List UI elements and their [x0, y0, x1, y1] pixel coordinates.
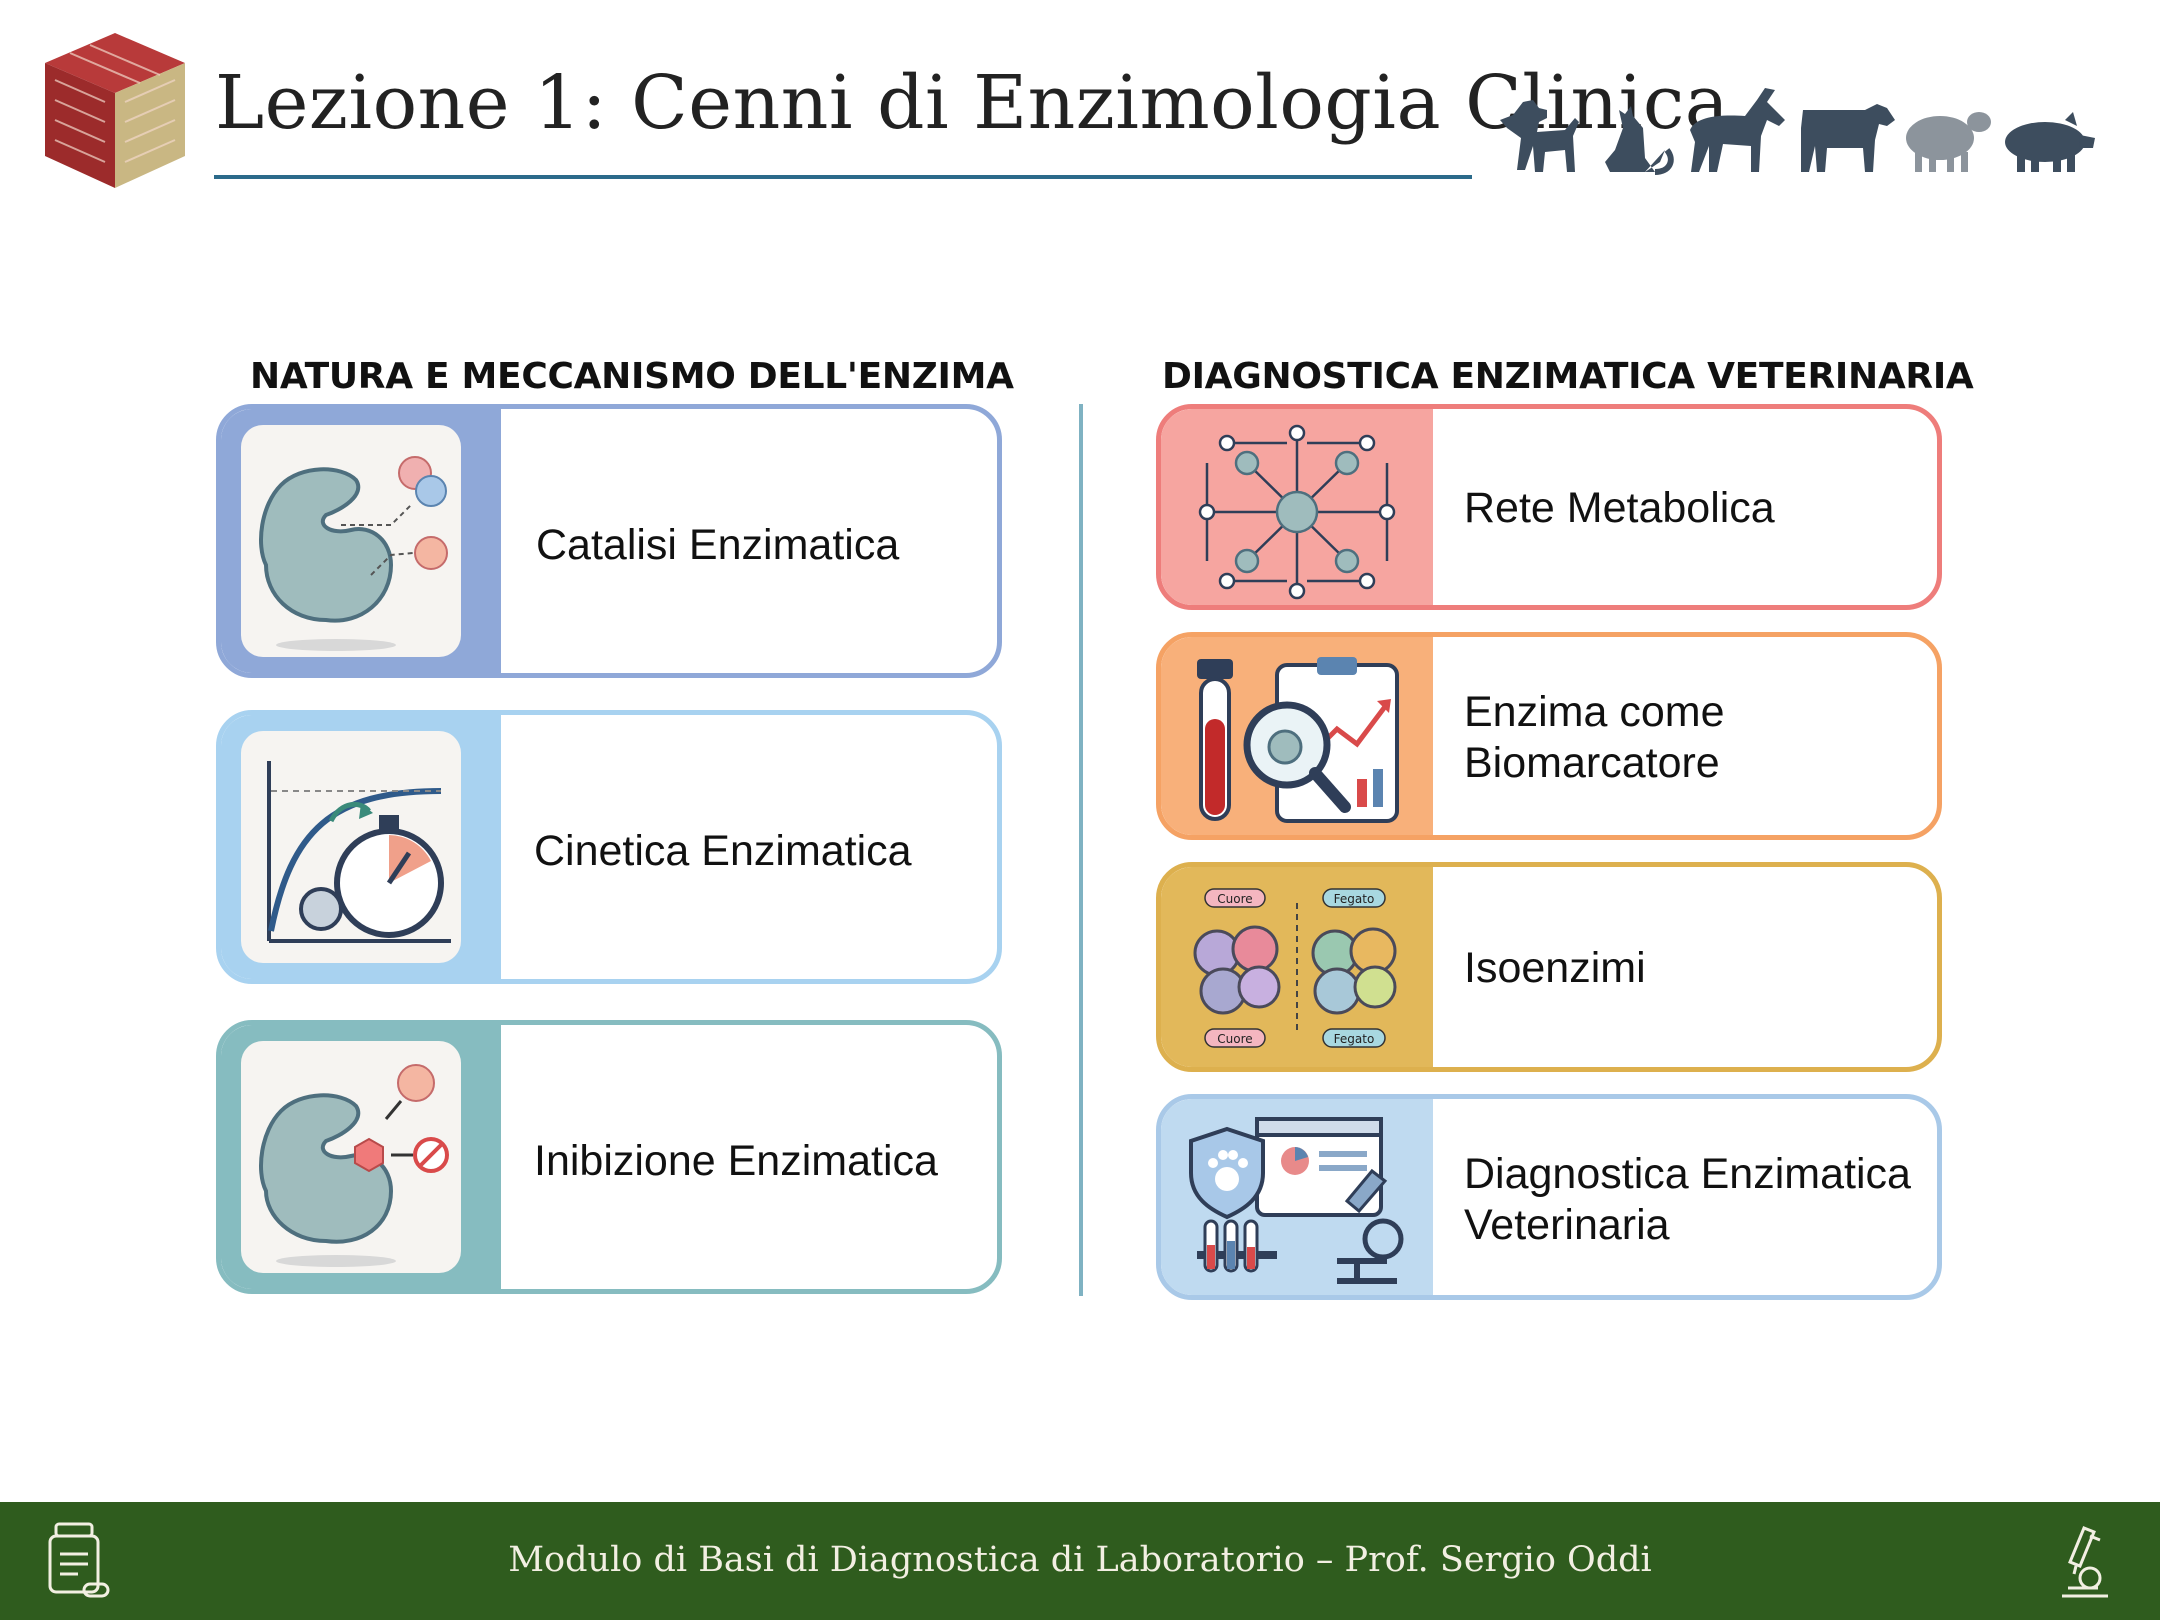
pig-icon — [2005, 112, 2095, 172]
pill-bottle-icon — [48, 1522, 110, 1598]
card-isoenzimi[interactable]: Cuore Fegato Cuore Fegato Isoenzimi — [1156, 862, 1942, 1072]
card-label: Isoenzimi — [1464, 944, 1646, 992]
horse-icon — [1690, 88, 1785, 172]
card-image-tile — [1161, 1099, 1433, 1295]
column-divider — [1079, 404, 1083, 1296]
isoenzymes-icon: Cuore Fegato Cuore Fegato — [1193, 888, 1397, 1048]
card-label: Rete Metabolica — [1464, 484, 1775, 532]
kinetics-stopwatch-icon — [241, 731, 461, 963]
left-column-heading: NATURA E MECCANISMO DELL'ENZIMA — [250, 356, 1014, 397]
enzyme-substrate-icon — [241, 425, 461, 657]
page-title: Lezione 1: Cenni di Enzimologia Clinica — [215, 60, 1730, 146]
card-cinetica-enzimatica[interactable]: Cinetica Enzimatica — [216, 710, 1002, 984]
cow-icon — [1801, 104, 1895, 172]
card-image-tile — [221, 715, 501, 979]
dog-icon — [1500, 100, 1579, 172]
card-image-tile — [1161, 409, 1433, 605]
university-cube-logo — [45, 33, 185, 188]
card-diagnostica-enzimatica-veterinaria[interactable]: Diagnostica Enzimatica Veterinaria — [1156, 1094, 1942, 1300]
card-image-tile: Cuore Fegato Cuore Fegato — [1161, 867, 1433, 1067]
card-inibizione-enzimatica[interactable]: Inibizione Enzimatica — [216, 1020, 1002, 1294]
biomarker-magnifier-icon — [1197, 657, 1399, 823]
title-underline — [214, 175, 1472, 179]
card-label: Inibizione Enzimatica — [534, 1137, 938, 1185]
card-enzima-come-biomarcatore[interactable]: Enzima come Biomarcatore — [1156, 632, 1942, 840]
card-label: Catalisi Enzimatica — [536, 521, 900, 569]
card-rete-metabolica[interactable]: Rete Metabolica — [1156, 404, 1942, 610]
isoenzyme-tag-liver: Fegato — [1334, 892, 1375, 906]
veterinary-lab-icon — [1189, 1117, 1404, 1284]
cat-icon — [1605, 106, 1674, 175]
animal-silhouettes — [1500, 88, 2095, 175]
isoenzyme-tag-liver: Fegato — [1334, 1032, 1375, 1046]
footer-text: Modulo di Basi di Diagnostica di Laborat… — [508, 1540, 1652, 1580]
card-image-tile — [221, 409, 501, 673]
card-catalisi-enzimatica[interactable]: Catalisi Enzimatica — [216, 404, 1002, 678]
enzyme-inhibitor-icon — [241, 1041, 461, 1273]
card-image-tile — [1161, 637, 1433, 835]
card-label: Enzima come Biomarcatore — [1464, 688, 1725, 787]
right-column-heading: DIAGNOSTICA ENZIMATICA VETERINARIA — [1162, 356, 1974, 397]
sheep-icon — [1906, 112, 1991, 172]
isoenzyme-tag-heart: Cuore — [1217, 892, 1252, 906]
isoenzyme-tag-heart: Cuore — [1217, 1032, 1252, 1046]
card-label: Cinetica Enzimatica — [534, 827, 912, 875]
footer-bar: Modulo di Basi di Diagnostica di Laborat… — [0, 1502, 2160, 1620]
card-image-tile — [221, 1025, 501, 1289]
microscope-icon — [2062, 1526, 2108, 1598]
card-label: Diagnostica Enzimatica Veterinaria — [1464, 1150, 1911, 1249]
metabolic-network-icon — [1198, 424, 1396, 600]
